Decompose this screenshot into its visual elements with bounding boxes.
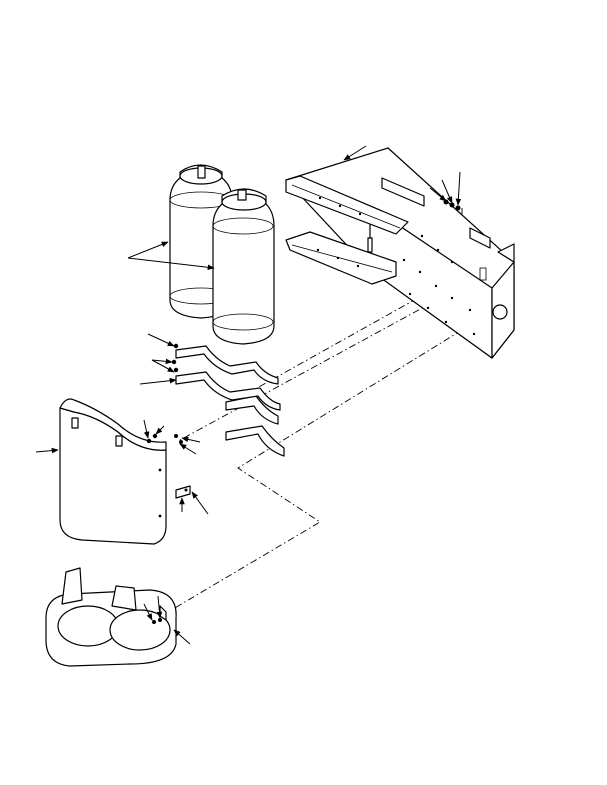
cylinder-strap-upper: [175, 345, 279, 425]
loose-hardware: [146, 343, 183, 444]
retaining-clip: [175, 485, 191, 499]
fuel-cylinder-front: [212, 188, 275, 345]
cylinder-cover: [59, 398, 167, 545]
cylinder-base-tray: [45, 567, 177, 667]
bracket-holes: [316, 196, 476, 336]
cylinder-strap-lower: [175, 371, 285, 457]
mounting-bracket-assembly: [285, 147, 515, 359]
callout-leaders: [35, 145, 462, 645]
